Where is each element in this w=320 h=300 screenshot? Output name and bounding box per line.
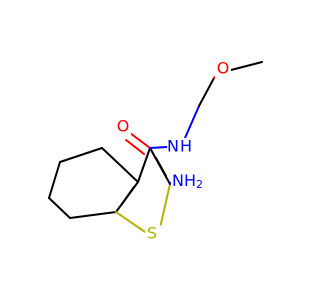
bond-o-ch3 [230, 61, 263, 71]
sulfur-label: S [147, 224, 157, 243]
bond-c3a-c3 [137, 147, 151, 183]
bond-ch2-ch2 [198, 77, 215, 107]
ether-oxygen-label: O [217, 59, 230, 78]
bond-c3-c2-double [155, 157, 167, 177]
bond-lines [48, 61, 263, 233]
amide-nitrogen-atom: N H [167, 137, 192, 156]
bond-carbonyl-double-b [125, 139, 145, 155]
amino-group-label: NH2 [172, 171, 203, 192]
carbonyl-oxygen-label: O [117, 117, 130, 136]
bond-ring-c4a-c4 [101, 147, 139, 183]
bond-s-c7a [115, 211, 146, 233]
amide-hydrogen-label: H [180, 137, 192, 156]
bond-carbonyl-double-a [129, 132, 151, 149]
bond-ring-c5-c6 [48, 161, 61, 199]
molecule-structure-diagram: O N H O NH2 S [48, 59, 263, 243]
bond-ring-c6-c7 [48, 197, 71, 219]
bond-ring-c4-c5 [59, 147, 103, 163]
ether-oxygen-atom: O [215, 59, 231, 78]
amino-group-atom: NH2 [171, 171, 207, 192]
bond-carbonyl-n [149, 146, 168, 149]
sulfur-atom: S [145, 224, 161, 243]
bond-n-ch2 [184, 105, 200, 139]
bond-ring-c7a-c3a-double [121, 186, 135, 205]
bond-c2-s [159, 183, 171, 229]
carbonyl-oxygen-atom: O [115, 117, 131, 136]
bond-ring-c7-c7a [69, 211, 117, 219]
amide-nitrogen-label: N [167, 137, 179, 156]
